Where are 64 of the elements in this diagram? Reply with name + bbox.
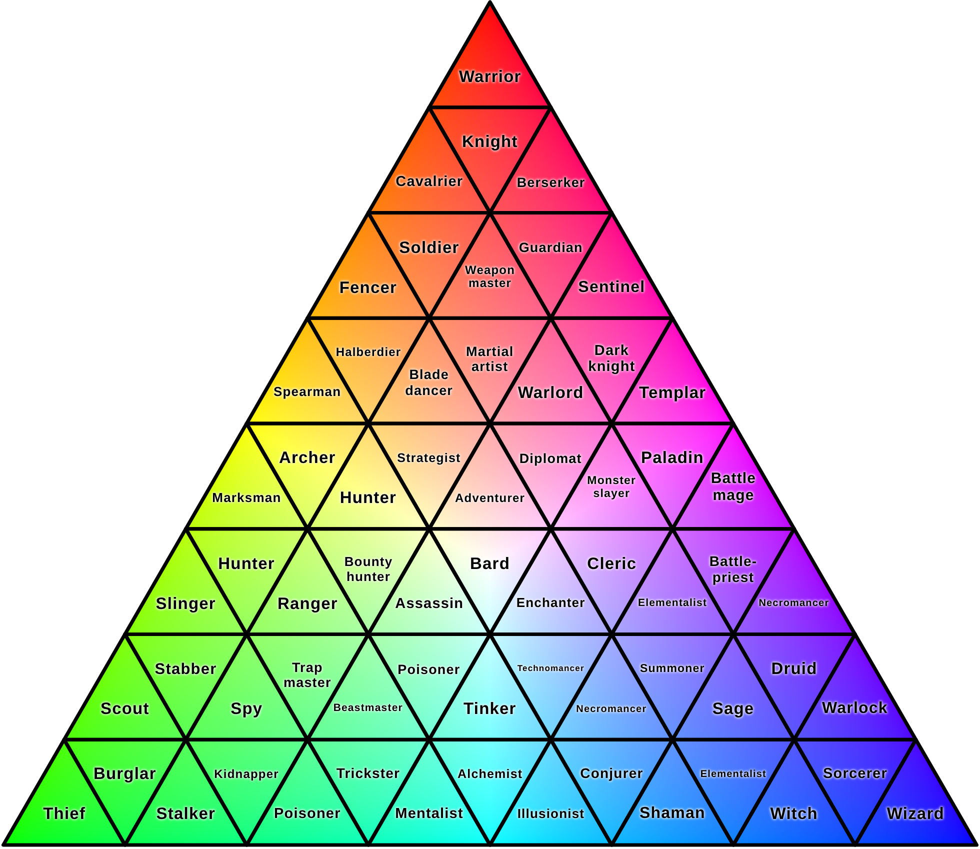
class-name: Poisoner bbox=[398, 662, 460, 677]
class-name: Battle mage bbox=[710, 470, 756, 504]
class-name: Warrior bbox=[459, 68, 522, 86]
class-name: Witch bbox=[770, 805, 818, 824]
class-name: Alchemist bbox=[458, 767, 523, 782]
class-name: Marksman bbox=[212, 490, 282, 506]
class-name: Paladin bbox=[641, 449, 704, 468]
class-name: Elementalist bbox=[700, 768, 766, 780]
class-name: Poisoner bbox=[274, 806, 341, 823]
class-name: Berserker bbox=[516, 174, 586, 190]
class-name: Weapon master bbox=[465, 264, 516, 290]
class-name: Shaman bbox=[640, 805, 706, 824]
class-name: Trickster bbox=[336, 766, 400, 782]
class-name: Blade dancer bbox=[405, 367, 454, 398]
class-name: Warlock bbox=[822, 700, 888, 718]
class-name: Bounty hunter bbox=[344, 555, 393, 585]
class-name: Illusionist bbox=[517, 806, 585, 822]
class-name: Sentinel bbox=[578, 278, 646, 296]
class-name: Stalker bbox=[156, 805, 216, 824]
class-name: Mentalist bbox=[395, 806, 464, 823]
class-name: Wizard bbox=[886, 805, 944, 824]
class-name: Burglar bbox=[93, 765, 156, 784]
class-name: Soldier bbox=[399, 238, 460, 257]
class-name: Elementalist bbox=[638, 598, 708, 610]
class-name: Enchanter bbox=[516, 596, 586, 611]
class-name: Archer bbox=[278, 449, 336, 468]
class-name: Druid bbox=[771, 660, 818, 678]
class-name: Fencer bbox=[339, 278, 398, 298]
class-name: Knight bbox=[462, 133, 518, 152]
class-name: Spearman bbox=[273, 385, 342, 400]
class-name: Hunter bbox=[218, 554, 275, 574]
class-name: Cavalrier bbox=[396, 174, 464, 190]
class-name: Battle-priest bbox=[709, 554, 758, 586]
class-name: Beastmaster bbox=[333, 703, 403, 715]
class-name: Diplomat bbox=[519, 450, 582, 466]
class-name: Summoner bbox=[640, 662, 705, 676]
class-name: Warlord bbox=[518, 384, 584, 402]
class-name: Adventurer bbox=[455, 492, 526, 506]
class-name: Sorcerer bbox=[823, 766, 888, 783]
class-name: Cleric bbox=[587, 554, 637, 574]
class-name: Trap master bbox=[283, 660, 332, 691]
class-name: Slinger bbox=[156, 594, 216, 614]
class-name: Monster slayer bbox=[587, 474, 636, 501]
class-name: Necromancer bbox=[576, 704, 647, 715]
class-name: Strategist bbox=[397, 451, 461, 466]
class-name: Sage bbox=[712, 700, 754, 719]
class-name: Assassin bbox=[395, 596, 464, 612]
class-name: Thief bbox=[43, 805, 86, 824]
class-name: Templar bbox=[639, 384, 706, 402]
class-name: Conjurer bbox=[580, 766, 644, 782]
class-name: Ranger bbox=[277, 594, 338, 614]
class-name: Dark knight bbox=[588, 343, 636, 376]
class-name: Tinker bbox=[464, 700, 516, 719]
class-name: Scout bbox=[100, 700, 150, 719]
class-name: Spy bbox=[230, 700, 263, 719]
class-name: Kidnapper bbox=[214, 768, 279, 782]
class-name: Bard bbox=[470, 554, 510, 574]
class-name: Halberdier bbox=[336, 346, 402, 360]
class-name: Technomancer bbox=[517, 664, 584, 674]
class-name: Necromancer bbox=[758, 598, 830, 610]
class-name: Stabber bbox=[154, 660, 217, 678]
class-name: Guardian bbox=[518, 240, 583, 256]
class-name: Hunter bbox=[340, 489, 397, 508]
class-name: Martial artist bbox=[466, 344, 514, 374]
